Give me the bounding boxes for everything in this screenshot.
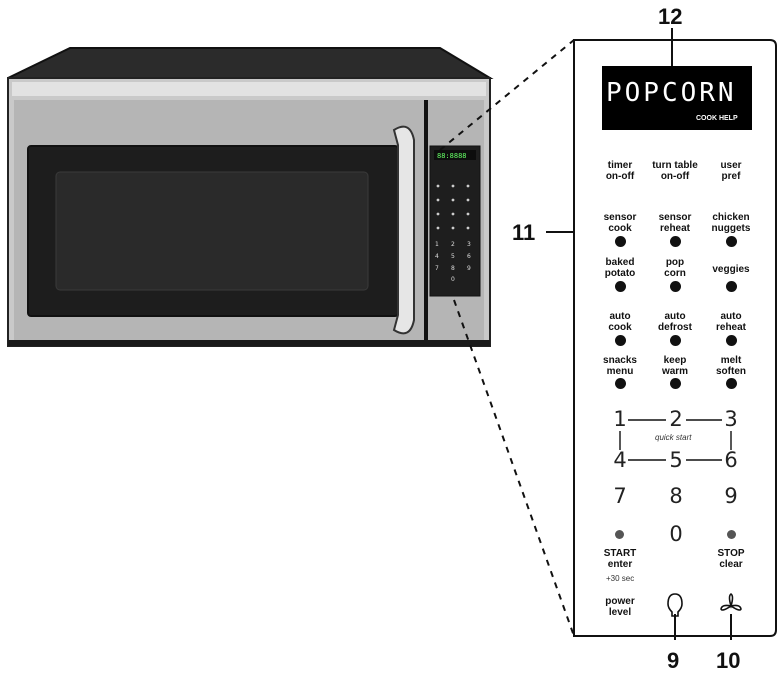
baked-potato-label: baked potato: [604, 257, 636, 279]
svg-text:3: 3: [467, 241, 471, 248]
auto-defrost-label: auto defrost: [658, 311, 692, 333]
keep-warm-label: keep warm: [661, 355, 689, 377]
display-text: POPCORN: [606, 78, 737, 108]
start-button[interactable]: START enter: [603, 548, 637, 570]
auto-reheat-button[interactable]: [726, 335, 737, 346]
start-indicator[interactable]: [615, 530, 624, 539]
auto-reheat-label: auto reheat: [715, 311, 746, 333]
turntable-button[interactable]: turn table on-off: [652, 160, 698, 182]
vent-strip: [12, 82, 486, 96]
zoom-line-bottom: [453, 299, 575, 637]
sensor-reheat-label: sensor reheat: [658, 212, 692, 234]
chicken-nuggets-button[interactable]: [726, 236, 737, 247]
baked-potato-button[interactable]: [615, 281, 626, 292]
key-9[interactable]: 9: [724, 484, 738, 508]
key-3[interactable]: 3: [724, 407, 738, 431]
user-pref-button[interactable]: user pref: [720, 160, 742, 182]
sensor-cook-button[interactable]: [615, 236, 626, 247]
mini-display: [434, 150, 476, 160]
svg-text:0: 0: [451, 276, 455, 283]
auto-cook-button[interactable]: [615, 335, 626, 346]
svg-text:8: 8: [451, 265, 455, 272]
sensor-reheat-button[interactable]: [670, 236, 681, 247]
callout-12: 12: [658, 4, 683, 29]
melt-soften-button[interactable]: [726, 378, 737, 389]
svg-text:9: 9: [467, 265, 471, 272]
auto-cook-label: auto cook: [608, 311, 632, 333]
keep-warm-button[interactable]: [670, 378, 681, 389]
svg-text:6: 6: [467, 253, 471, 260]
snacks-menu-label: snacks menu: [603, 355, 637, 377]
microwave-bottom: [8, 340, 490, 346]
svg-text:1: 1: [435, 241, 439, 248]
melt-soften-label: melt soften: [716, 355, 746, 377]
control-strip-edge: [424, 100, 428, 346]
power-level-button[interactable]: power level: [605, 596, 635, 618]
key-0[interactable]: 0: [669, 522, 683, 546]
key-6[interactable]: 6: [724, 448, 738, 472]
key-4[interactable]: 4: [613, 448, 627, 472]
svg-text:4: 4: [435, 253, 439, 260]
veggies-button[interactable]: [726, 281, 737, 292]
callout-11: 11: [512, 220, 536, 245]
veggies-label: veggies: [712, 264, 750, 275]
quick-start-label: quick start: [655, 433, 692, 442]
key-7[interactable]: 7: [613, 484, 627, 508]
chicken-nuggets-label: chicken nuggets: [711, 212, 751, 234]
mini-keypad: 1 2 3 4 5 6 7 8 9 0: [435, 241, 471, 283]
callout-9: 9: [667, 648, 680, 673]
stop-button[interactable]: STOP clear: [717, 548, 745, 570]
fan-icon: [720, 593, 742, 611]
callout-10: 10: [716, 648, 741, 673]
panel-display: [602, 66, 752, 130]
door-inner-window: [55, 171, 369, 291]
svg-text:5: 5: [451, 253, 455, 260]
timer-button[interactable]: timer on-off: [605, 160, 635, 182]
key-2[interactable]: 2: [669, 407, 683, 431]
mini-buttons: [436, 184, 470, 230]
light-bulb-icon: [667, 593, 683, 617]
popcorn-label: pop corn: [664, 257, 686, 279]
zoom-line-top: [439, 39, 575, 151]
microwave-top: [7, 47, 494, 79]
svg-text:2: 2: [451, 241, 455, 248]
mini-control-panel: [429, 145, 481, 297]
plus-30-label: +30 sec: [606, 574, 635, 583]
svg-text:7: 7: [435, 265, 439, 272]
key-1[interactable]: 1: [613, 407, 627, 431]
quickstart-lines: [619, 419, 732, 461]
display-subtext: COOK HELP: [696, 115, 738, 122]
popcorn-button[interactable]: [670, 281, 681, 292]
door-handle: [392, 125, 415, 335]
auto-defrost-button[interactable]: [670, 335, 681, 346]
key-5[interactable]: 5: [669, 448, 683, 472]
snacks-menu-button[interactable]: [615, 378, 626, 389]
key-8[interactable]: 8: [669, 484, 683, 508]
mini-display-text: 88:8888: [437, 152, 467, 160]
stop-indicator[interactable]: [727, 530, 736, 539]
sensor-cook-label: sensor cook: [603, 212, 637, 234]
